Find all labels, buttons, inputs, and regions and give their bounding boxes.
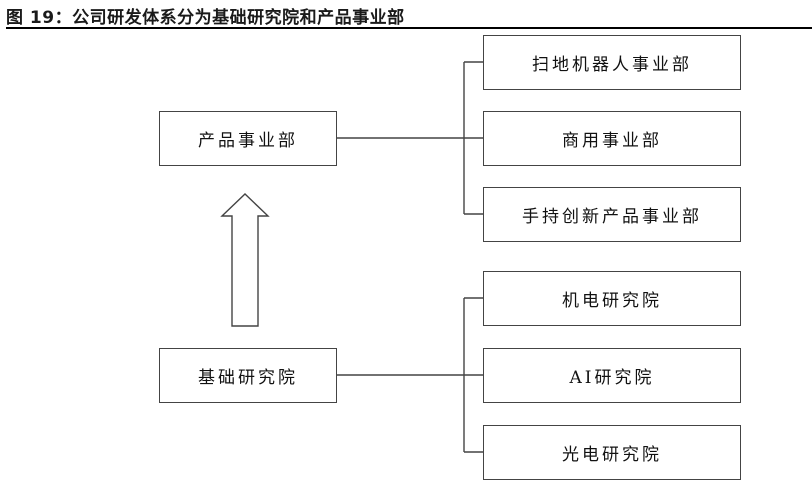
title-underline — [6, 27, 812, 29]
up-arrow — [220, 193, 270, 327]
node-mechatronics-institute: 机电研究院 — [483, 271, 741, 326]
node-handheld-dept: 手持创新产品事业部 — [483, 187, 741, 242]
node-optoelectronics-institute: 光电研究院 — [483, 425, 741, 480]
node-robot-vacuum-dept: 扫地机器人事业部 — [483, 35, 741, 90]
node-product-dept: 产品事业部 — [159, 111, 337, 166]
node-ai-institute: AI研究院 — [483, 348, 741, 403]
node-commercial-dept: 商用事业部 — [483, 111, 741, 166]
node-research-institute: 基础研究院 — [159, 348, 337, 403]
figure-title: 图 19：公司研发体系分为基础研究院和产品事业部 — [6, 8, 405, 28]
